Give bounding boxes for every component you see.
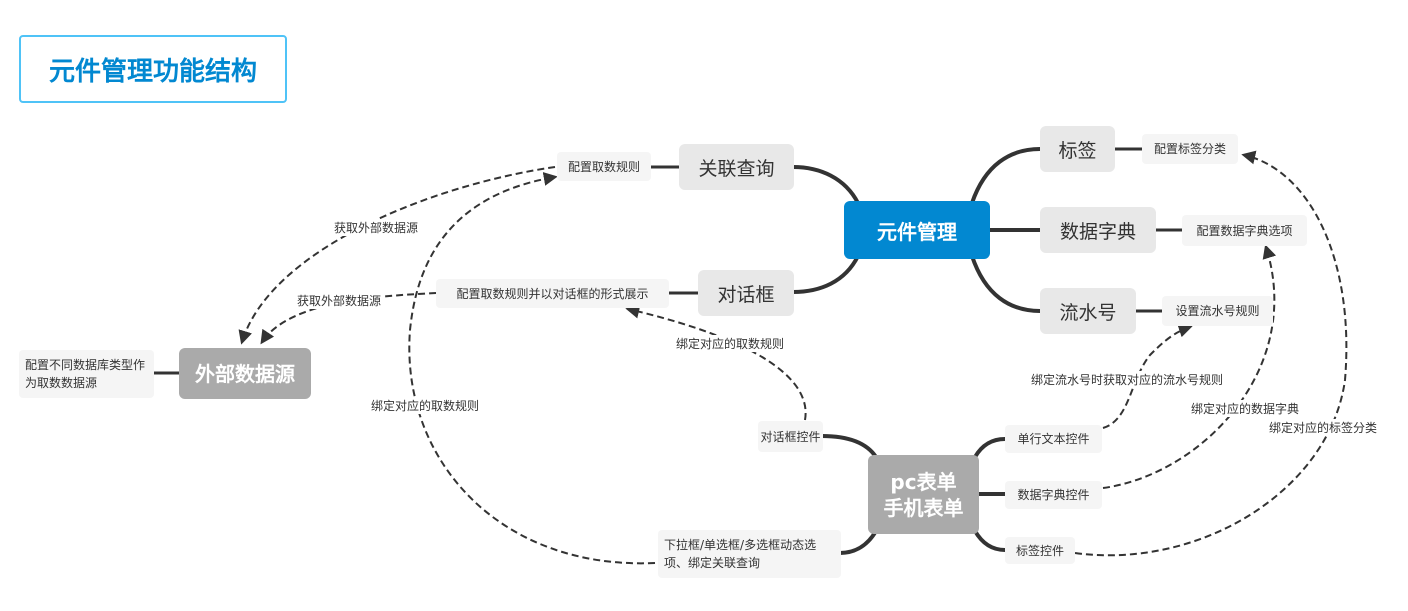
node-dictionary-control[interactable]: 数据字典控件	[1005, 481, 1102, 509]
node-tag-control[interactable]: 标签控件	[1005, 537, 1075, 564]
node-related-query-detail[interactable]: 配置取数规则	[557, 152, 651, 181]
node-forms[interactable]: pc表单 手机表单	[868, 455, 979, 534]
relation-label-bind-rule-dialog: 绑定对应的取数规则	[674, 335, 787, 352]
relation-bind-dictionary	[1102, 244, 1277, 489]
node-dictionary[interactable]: 数据字典	[1040, 207, 1156, 253]
node-tag[interactable]: 标签	[1040, 126, 1115, 172]
node-select-control[interactable]: 下拉框/单选框/多选框动态选项、绑定关联查询	[658, 530, 841, 578]
node-serial[interactable]: 流水号	[1040, 288, 1136, 334]
edge-root-serial	[970, 254, 1042, 313]
edge-forms-dialog-control	[820, 434, 878, 459]
relation-fetch-external-1	[238, 166, 556, 345]
node-dialog[interactable]: 对话框	[698, 270, 794, 316]
relation-label-bind-serial: 绑定流水号时获取对应的流水号规则	[1029, 371, 1226, 388]
node-tag-detail[interactable]: 配置标签分类	[1142, 134, 1238, 164]
node-dialog-control[interactable]: 对话框控件	[758, 421, 823, 452]
relation-label-fetch-external-1: 获取外部数据源	[332, 219, 421, 236]
relation-fetch-external-2	[260, 292, 437, 345]
edge-root-tag	[970, 147, 1042, 205]
root-node[interactable]: 元件管理	[844, 201, 990, 259]
edge-root-related-query	[791, 165, 860, 205]
relation-label-bind-tag: 绑定对应的标签分类	[1267, 419, 1380, 436]
edge-forms-tag-control	[973, 529, 1007, 552]
relation-bind-rule-dialog	[625, 304, 807, 421]
relation-label-bind-dictionary: 绑定对应的数据字典	[1189, 400, 1302, 417]
node-external-detail[interactable]: 配置不同数据库类型作为取数数据源	[19, 350, 154, 398]
forms-label-mobile: 手机表单	[883, 495, 964, 520]
node-external-source[interactable]: 外部数据源	[179, 348, 311, 399]
node-dialog-detail[interactable]: 配置取数规则并以对话框的形式展示	[436, 279, 669, 308]
relation-bind-rule-select	[408, 172, 656, 565]
edge-forms-select-control	[838, 529, 878, 555]
node-serial-detail[interactable]: 设置流水号规则	[1162, 296, 1273, 326]
forms-label-pc: pc表单	[890, 469, 957, 494]
relation-bind-tag	[1074, 150, 1348, 557]
node-related-query[interactable]: 关联查询	[679, 144, 794, 190]
edge-root-dialog	[791, 254, 860, 294]
edge-forms-text-control	[973, 437, 1007, 459]
page-title: 元件管理功能结构	[19, 35, 287, 103]
relation-label-fetch-external-2: 获取外部数据源	[295, 292, 384, 309]
node-text-control[interactable]: 单行文本控件	[1005, 425, 1102, 453]
relation-label-bind-rule-select: 绑定对应的取数规则	[369, 397, 482, 414]
node-dictionary-detail[interactable]: 配置数据字典选项	[1182, 215, 1307, 246]
relation-bind-serial	[1102, 323, 1193, 429]
